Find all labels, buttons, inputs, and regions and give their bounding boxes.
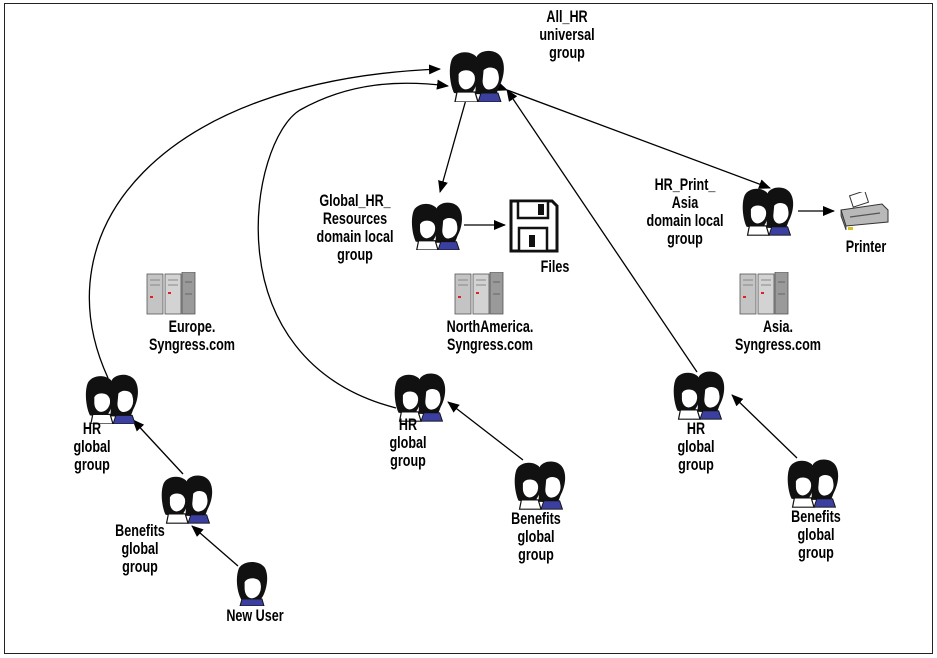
new-user-label: New User [226, 606, 284, 625]
group-icon [741, 184, 797, 236]
europe-hr-global-group-label: HR global group [73, 419, 111, 474]
files-label: Files [540, 257, 570, 276]
hr-print-asia-group-label: HR_Print_ Asia domain local group [646, 175, 724, 248]
edge-na-benefits-to-hr [447, 401, 524, 461]
north-america-domain-label: NorthAmerica. Syngress.com [446, 317, 534, 354]
global-hr-resources-group-label: Global_HR_ Resources domain local group [316, 191, 394, 264]
server-icon [739, 272, 789, 316]
edge-europe-benefits-to-hr [132, 419, 184, 475]
group-icon [513, 458, 569, 510]
asia-benefits-global-group-label: Benefits global group [791, 507, 841, 562]
edge-na-hr-to-all-hr [257, 79, 449, 409]
printer-label: Printer [845, 237, 887, 256]
edge-asia-benefits-to-hr [731, 394, 798, 459]
server-icon [146, 272, 196, 316]
group-icon [786, 456, 842, 508]
diagram-frame [4, 3, 933, 654]
group-icon [160, 472, 216, 524]
floppy-disk-icon [508, 198, 560, 254]
printer-icon [838, 192, 890, 232]
server-icon [454, 272, 504, 316]
edge-new-user-to-benefits [191, 525, 239, 567]
group-icon [672, 368, 728, 420]
edge-europe-hr-to-all-hr [88, 64, 441, 379]
asia-domain-label: Asia. Syngress.com [734, 317, 822, 354]
na-benefits-global-group-label: Benefits global group [511, 509, 561, 564]
all-hr-universal-group-label: All_HR universal group [539, 7, 595, 62]
user-icon [232, 560, 272, 606]
edge-all-hr-to-global-hr [438, 95, 468, 193]
group-icon [84, 372, 142, 424]
europe-benefits-global-group-label: Benefits global group [115, 521, 165, 576]
na-hr-global-group-label: HR global group [389, 415, 427, 470]
edge-all-hr-to-hr-print [494, 81, 771, 189]
asia-hr-global-group-label: HR global group [677, 419, 715, 474]
group-icon [448, 48, 508, 102]
group-icon [410, 200, 466, 250]
europe-domain-label: Europe. Syngress.com [148, 317, 236, 354]
